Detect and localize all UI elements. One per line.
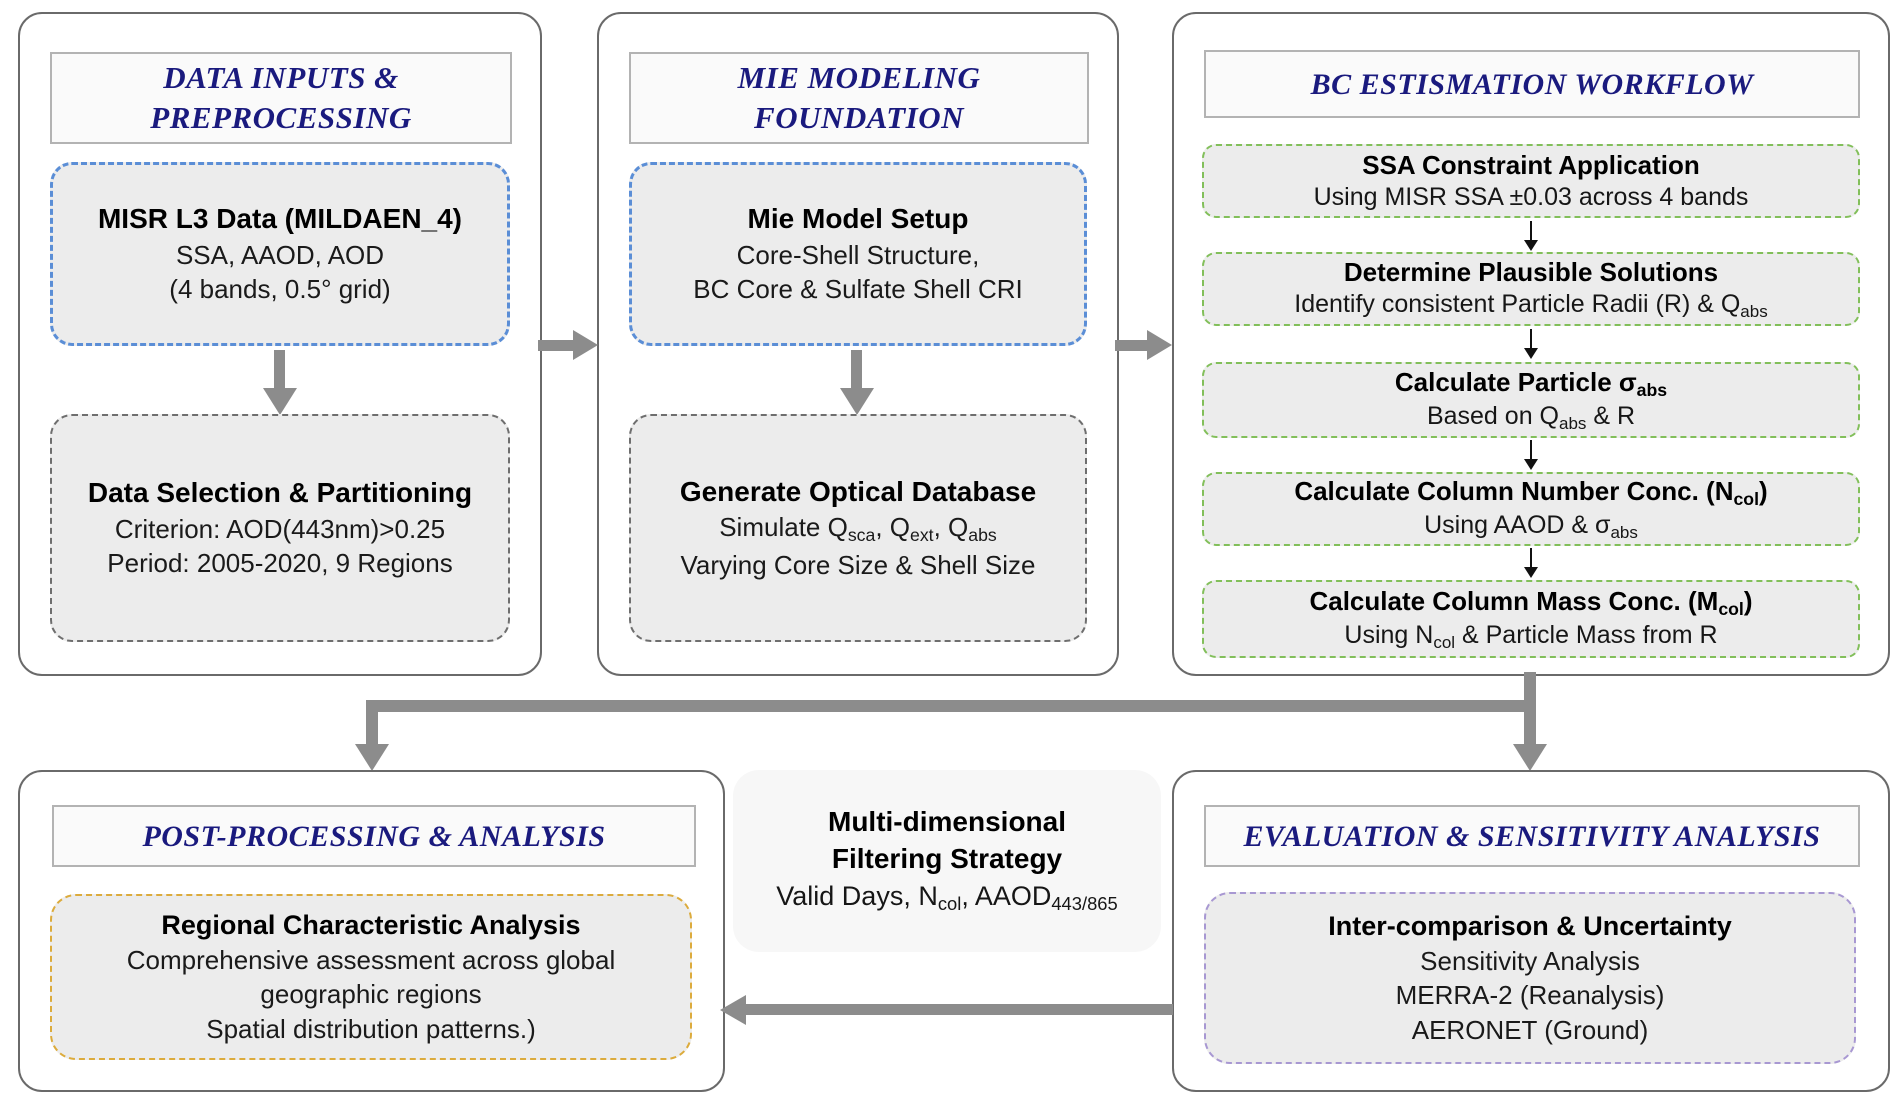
panel-title-evaluation: EVALUATION & SENSITIVITY ANALYSIS <box>1204 805 1860 867</box>
step-detail: Using AAOD & σabs <box>1424 511 1638 542</box>
mie-model-setup-box: Mie Model Setup Core-Shell Structure, BC… <box>629 162 1087 346</box>
step-heading: SSA Constraint Application <box>1362 150 1700 181</box>
arrow-head <box>573 330 598 360</box>
workflow-step-plausible-solutions: Determine Plausible Solutions Identify c… <box>1202 252 1860 326</box>
panel-title-post-processing: POST-PROCESSING & ANALYSIS <box>52 805 696 867</box>
step-heading: Calculate Column Mass Conc. (Mcol) <box>1309 585 1753 619</box>
step-detail: Using MISR SSA ±0.03 across 4 bands <box>1313 182 1749 211</box>
arrow-down-icon <box>1530 221 1532 241</box>
box-heading: Regional Characteristic Analysis <box>161 909 581 940</box>
workflow-step-number-conc: Calculate Column Number Conc. (Ncol) Usi… <box>1202 472 1860 546</box>
panel-post-processing: POST-PROCESSING & ANALYSIS Regional Char… <box>18 770 725 1092</box>
panel-title-mie-foundation: MIE MODELING FOUNDATION <box>629 52 1089 144</box>
box-line: Sensitivity Analysis <box>1420 946 1640 977</box>
arrow-head <box>355 744 389 771</box>
step-heading: Calculate Column Number Conc. (Ncol) <box>1294 475 1768 509</box>
arrow-shaft <box>851 350 862 390</box>
note-heading: Multi-dimensional <box>828 806 1066 838</box>
connector-bar <box>366 700 1536 712</box>
arrow-down-icon <box>1530 548 1532 568</box>
box-line: (4 bands, 0.5° grid) <box>169 274 391 305</box>
panel-mie-foundation: MIE MODELING FOUNDATION Mie Model Setup … <box>597 12 1119 676</box>
arrow-head <box>1524 348 1538 359</box>
box-line: Simulate Qsca, Qext, Qabs <box>719 512 997 546</box>
arrow-head <box>1147 330 1172 360</box>
step-detail: Based on Qabs & R <box>1426 402 1636 433</box>
workflow-step-ssa-constraint: SSA Constraint Application Using MISR SS… <box>1202 144 1860 218</box>
panel-bc-workflow: BC ESTISMATION WORKFLOW SSA Constraint A… <box>1172 12 1890 676</box>
arrow-head <box>1524 240 1538 251</box>
panel-title-bc-workflow: BC ESTISMATION WORKFLOW <box>1204 50 1860 118</box>
workflow-step-mass-conc: Calculate Column Mass Conc. (Mcol) Using… <box>1202 580 1860 658</box>
arrow-head <box>720 995 746 1025</box>
arrow-shaft <box>274 350 285 390</box>
box-line: Spatial distribution patterns.) <box>206 1013 536 1044</box>
box-heading: Generate Optical Database <box>679 476 1037 507</box>
note-detail: Valid Days, Ncol, AAOD443/865 <box>776 881 1118 915</box>
box-line: Criterion: AOD(443nm)>0.25 <box>114 513 446 544</box>
step-detail: Identify consistent Particle Radii (R) &… <box>1294 289 1768 321</box>
data-selection-box: Data Selection & Partitioning Criterion:… <box>50 414 510 642</box>
optical-database-box: Generate Optical Database Simulate Qsca,… <box>629 414 1087 642</box>
connector-drop-right <box>1524 700 1536 746</box>
connector-drop-left <box>366 700 378 746</box>
box-line: AERONET (Ground) <box>1411 1014 1649 1045</box>
box-line: SSA, AAOD, AOD <box>175 239 385 270</box>
note-heading: Filtering Strategy <box>831 842 1063 874</box>
arrow-shaft <box>538 340 576 351</box>
panel-evaluation: EVALUATION & SENSITIVITY ANALYSIS Inter-… <box>1172 770 1890 1092</box>
arrow-head <box>840 388 874 415</box>
arrow-head <box>1513 744 1547 771</box>
step-heading: Determine Plausible Solutions <box>1343 257 1719 288</box>
box-heading: Data Selection & Partitioning <box>87 477 473 509</box>
arrow-shaft <box>1115 340 1149 351</box>
panel-title-data-inputs: DATA INPUTS & PREPROCESSING <box>50 52 512 144</box>
box-heading: MISR L3 Data (MILDAEN_4) <box>97 203 463 235</box>
box-line: Core-Shell Structure, <box>736 239 980 270</box>
arrow-head <box>263 388 297 415</box>
arrow-down-icon <box>1530 329 1532 349</box>
panel-title-text: MIE MODELING FOUNDATION <box>737 59 981 135</box>
panel-data-inputs: DATA INPUTS & PREPROCESSING MISR L3 Data… <box>18 12 542 676</box>
box-heading: Inter-comparison & Uncertainty <box>1328 910 1732 941</box>
box-line: Comprehensive assessment across global g… <box>126 945 616 1010</box>
workflow-step-particle-sigma: Calculate Particle σabs Based on Qabs & … <box>1202 362 1860 438</box>
panel-title-text: EVALUATION & SENSITIVITY ANALYSIS <box>1243 819 1821 853</box>
filtering-strategy-note: Multi-dimensional Filtering Strategy Val… <box>733 770 1161 952</box>
arrow-head <box>1524 459 1538 470</box>
box-line: BC Core & Sulfate Shell CRI <box>693 274 1023 305</box>
arrow-down-icon <box>1530 440 1532 460</box>
box-line: MERRA-2 (Reanalysis) <box>1395 980 1665 1011</box>
panel-title-text: DATA INPUTS & PREPROCESSING <box>150 59 412 135</box>
misr-data-box: MISR L3 Data (MILDAEN_4) SSA, AAOD, AOD … <box>50 162 510 346</box>
box-line: Period: 2005-2020, 9 Regions <box>107 548 453 579</box>
arrow-head <box>1524 567 1538 578</box>
box-line: Varying Core Size & Shell Size <box>680 549 1036 580</box>
panel-title-text: POST-PROCESSING & ANALYSIS <box>142 819 606 853</box>
arrow-shaft <box>742 1004 1173 1015</box>
intercomparison-box: Inter-comparison & Uncertainty Sensitivi… <box>1204 892 1856 1064</box>
box-heading: Mie Model Setup <box>747 203 969 235</box>
panel-title-text: BC ESTISMATION WORKFLOW <box>1310 67 1754 101</box>
step-detail: Using Ncol & Particle Mass from R <box>1344 621 1718 652</box>
regional-analysis-box: Regional Characteristic Analysis Compreh… <box>50 894 692 1060</box>
step-heading: Calculate Particle σabs <box>1394 366 1668 400</box>
